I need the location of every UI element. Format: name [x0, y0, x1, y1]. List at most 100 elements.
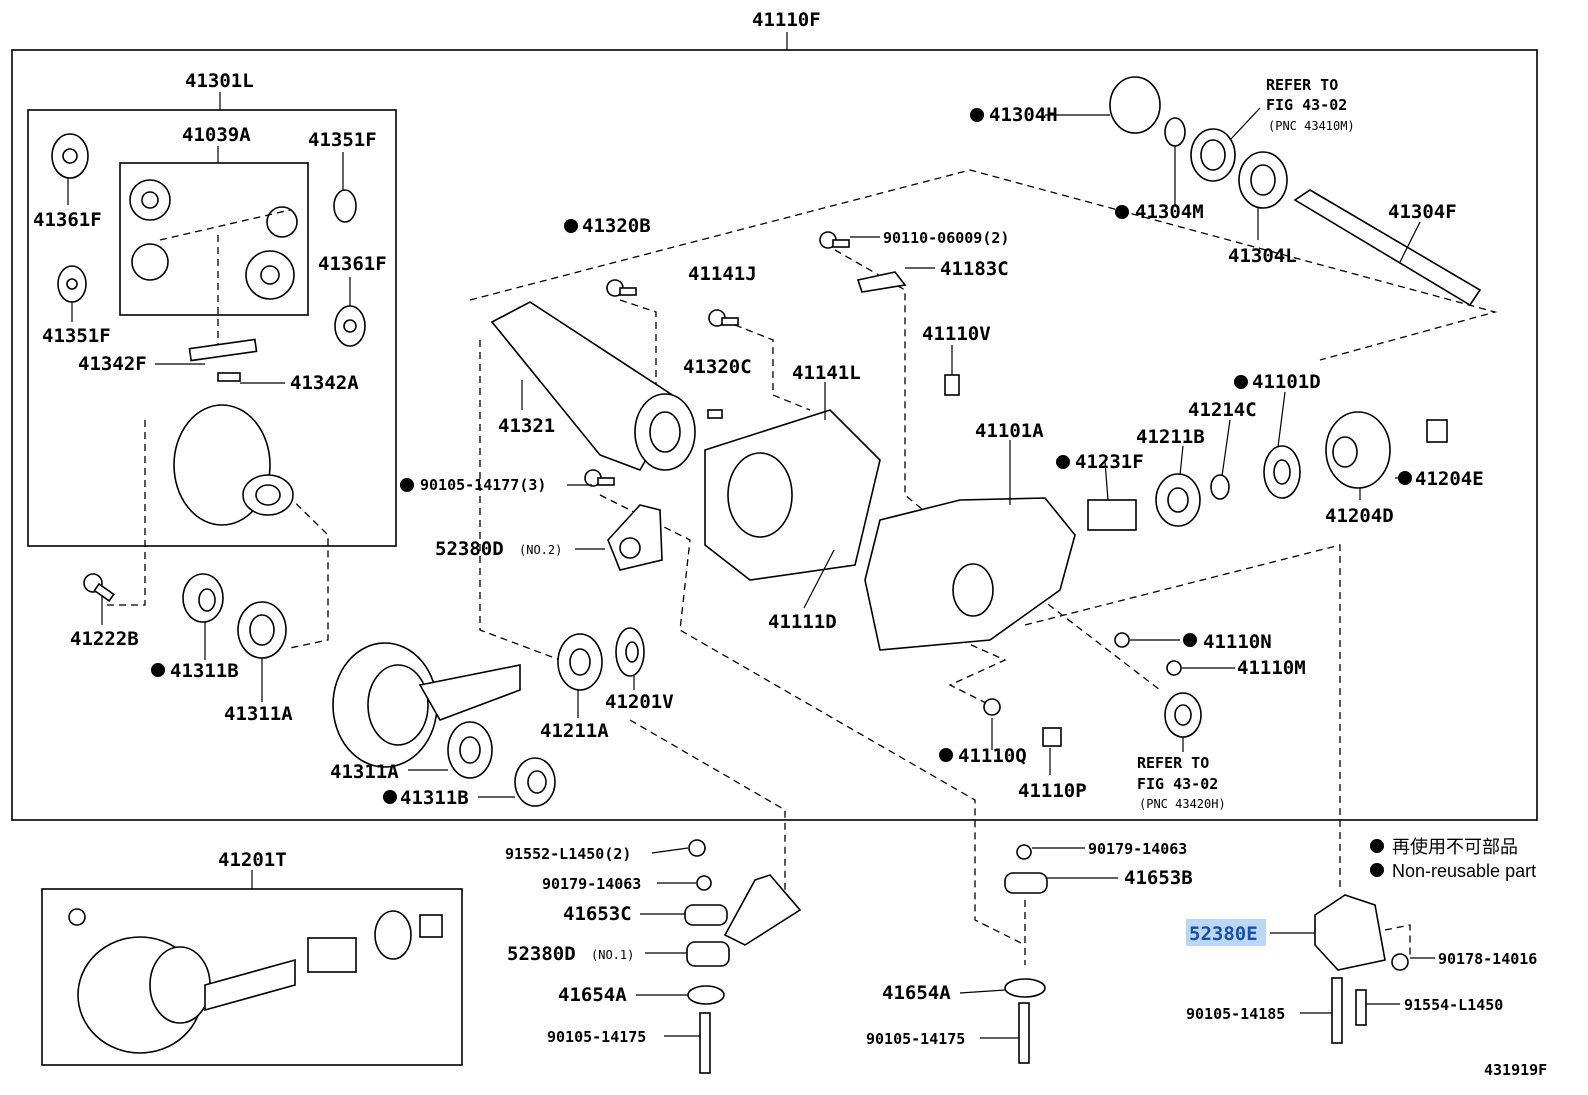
- oil-seal-icon: [1164, 692, 1202, 738]
- pinion-shaft-icon: [188, 338, 258, 382]
- bearing-icon: [1087, 445, 1301, 531]
- part-label-41311B: 41311B: [170, 660, 239, 682]
- side-gear-washer-icon: [57, 265, 87, 303]
- part-label-41311A: 41311A: [330, 761, 399, 783]
- mount-bracket-e-icon: [1314, 894, 1386, 971]
- part-label-41201T: 41201T: [218, 849, 287, 871]
- part-label-41101D: 41101D: [1252, 371, 1321, 393]
- refer-note-bottom-1: REFER TO: [1137, 754, 1209, 772]
- part-label-41214C: 41214C: [1188, 399, 1257, 421]
- part-label-41311B: 41311B: [400, 787, 469, 809]
- part-label-41222B: 41222B: [70, 628, 139, 650]
- part-label-41110M: 41110M: [1237, 657, 1306, 679]
- ring-gear-icon: [68, 908, 443, 1054]
- part-label-52380E[interactable]: 52380E: [1189, 923, 1258, 945]
- nut-icon: [983, 419, 1448, 747]
- part-label-41231F: 41231F: [1075, 451, 1144, 473]
- part-label-41211A: 41211A: [540, 720, 609, 742]
- shim-icon: [182, 573, 224, 623]
- part-note-no1: (NO.1): [591, 948, 634, 962]
- part-label-41342A: 41342A: [290, 372, 359, 394]
- figure-number: 431919F: [1484, 1061, 1547, 1079]
- part-label-52380D-no2: 52380D: [435, 538, 504, 560]
- part-highlight-52380E: [1186, 919, 1266, 946]
- refer-note-top-2: FIG 43-02: [1266, 96, 1347, 114]
- part-label-41320B: 41320B: [582, 215, 651, 237]
- part-label-91554-L1450: 91554-L1450: [1404, 996, 1503, 1014]
- bolt-icon: [584, 231, 850, 487]
- part-label-41101A: 41101A: [975, 420, 1044, 442]
- part-label-41039A: 41039A: [182, 124, 251, 146]
- refer-note-top-3: (PNC 43410M): [1268, 119, 1355, 133]
- refer-note-bottom-2: FIG 43-02: [1137, 775, 1218, 793]
- part-label-41351F: 41351F: [308, 129, 377, 151]
- carrier-cover-icon: [704, 409, 881, 581]
- part-label-41653B: 41653B: [1124, 867, 1193, 889]
- part-label-41211B: 41211B: [1136, 426, 1205, 448]
- part-label-41320C: 41320C: [683, 356, 752, 378]
- part-label-41110V: 41110V: [922, 323, 991, 345]
- part-label-41304L: 41304L: [1228, 245, 1297, 267]
- side-gear-shaft-icon: [1293, 189, 1482, 307]
- differential-carrier-icon: [864, 497, 1076, 651]
- part-label-90105-14185: 90105-14185: [1186, 1005, 1285, 1023]
- part-label-41110F: 41110F: [752, 9, 821, 31]
- part-label-41201V: 41201V: [605, 691, 674, 713]
- part-label-41311A: 41311A: [224, 703, 293, 725]
- part-label-41654A: 41654A: [882, 982, 951, 1004]
- differential-case-icon: [173, 404, 294, 526]
- oil-seal-icon: [1190, 128, 1236, 182]
- bracket-icon: [856, 271, 907, 293]
- part-label-41361F: 41361F: [33, 209, 102, 231]
- part-label-41183C: 41183C: [940, 258, 1009, 280]
- bolt-icon: [688, 839, 1409, 1074]
- companion-flange-icon: [1325, 411, 1391, 489]
- part-note-no2: (NO.2): [519, 543, 562, 557]
- part-label-41342F: 41342F: [78, 353, 147, 375]
- mount-bracket-icon: [723, 874, 802, 946]
- side-gear-washer-icon: [51, 133, 89, 179]
- bolt-icon: [83, 573, 115, 602]
- part-label-41653C: 41653C: [563, 903, 632, 925]
- part-label-41141L: 41141L: [792, 362, 861, 384]
- part-label-41361F: 41361F: [318, 253, 387, 275]
- bearing-icon: [447, 627, 645, 807]
- part-label-41304H: 41304H: [989, 104, 1058, 126]
- refer-note-bottom-3: (PNC 43420H): [1139, 797, 1226, 811]
- part-label-41304F: 41304F: [1388, 201, 1457, 223]
- part-label-41304M: 41304M: [1135, 201, 1204, 223]
- pinion-gear-icon: [129, 179, 298, 300]
- part-label-41110Q: 41110Q: [958, 745, 1027, 767]
- part-label-41111D: 41111D: [768, 611, 837, 633]
- pinion-washer-icon: [333, 189, 366, 347]
- legend-nonreusable-en: Non-reusable part: [1392, 861, 1536, 881]
- refer-note-top-1: REFER TO: [1266, 76, 1338, 94]
- part-label-91552-L1450: 91552-L1450(2): [505, 845, 631, 863]
- part-label-41654A: 41654A: [558, 984, 627, 1006]
- part-label-90105-14175: 90105-14175: [866, 1030, 965, 1048]
- mount-bracket-icon: [607, 504, 663, 571]
- ring-gear-icon: [332, 642, 521, 768]
- part-label-41301L: 41301L: [185, 70, 254, 92]
- bearing-icon: [237, 601, 287, 659]
- part-label-41321: 41321: [498, 415, 555, 437]
- legend-nonreusable-jp: 再使用不可部品: [1392, 837, 1518, 857]
- part-label-90110-06009: 90110-06009(2): [883, 229, 1009, 247]
- snap-ring-icon: [1109, 76, 1186, 147]
- bearing-icon: [1238, 151, 1288, 209]
- leader-lines: [67, 107, 1435, 1039]
- part-label-52380D-no1: 52380D: [507, 943, 576, 965]
- part-label-41204E: 41204E: [1415, 468, 1484, 490]
- differential-case-frame: [27, 109, 397, 547]
- part-label-90105-14175: 90105-14175: [547, 1028, 646, 1046]
- mount-cushion-icon: [684, 872, 1048, 1005]
- nonreusable-marker-icon: [151, 108, 1412, 877]
- part-label-41110N: 41110N: [1203, 631, 1272, 653]
- gear-kit-frame: [119, 162, 309, 316]
- part-label-90179-14063: 90179-14063: [542, 875, 641, 893]
- part-label-41110P: 41110P: [1018, 780, 1087, 802]
- part-label-90179-14063: 90179-14063: [1088, 840, 1187, 858]
- part-label-41141J: 41141J: [688, 263, 757, 285]
- part-label-41351F: 41351F: [42, 325, 111, 347]
